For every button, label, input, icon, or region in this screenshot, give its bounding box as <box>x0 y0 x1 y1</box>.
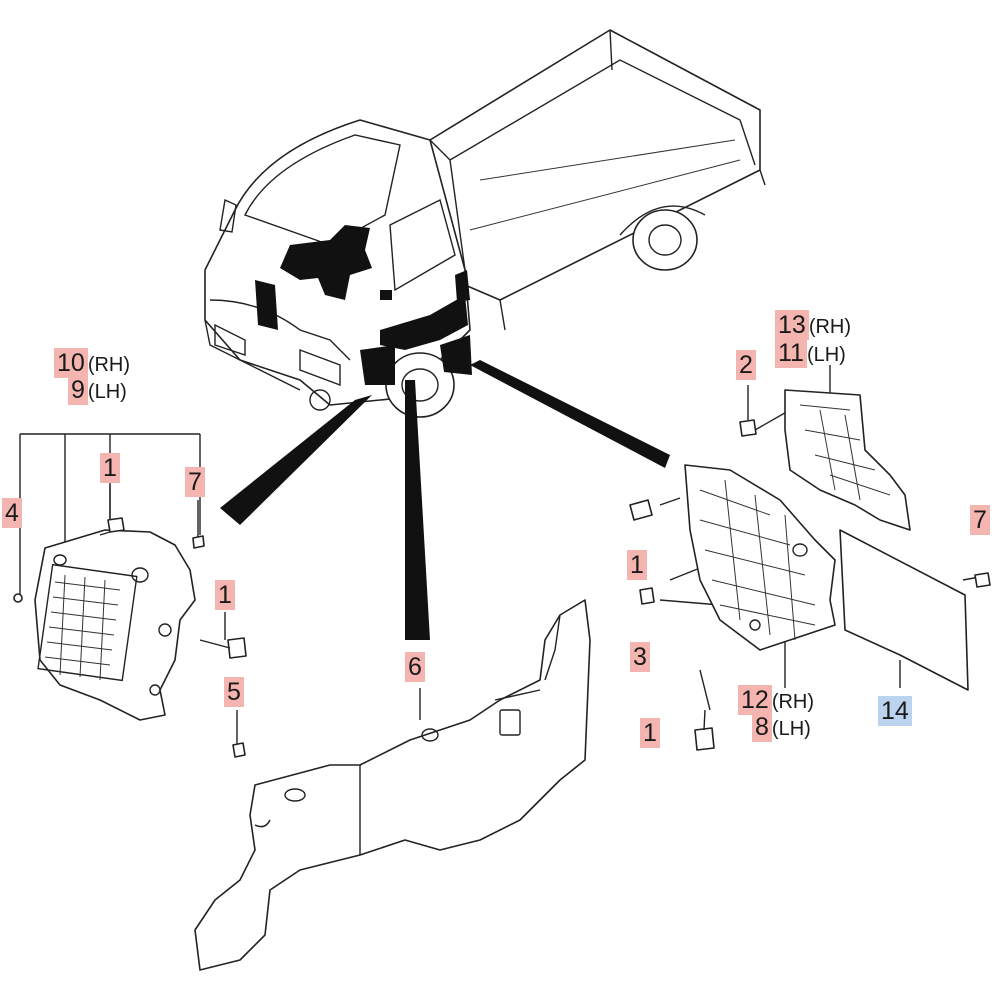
callout-1-left-mid: 1 <box>215 580 235 610</box>
callout-9-lh: 9(LH) <box>68 375 127 407</box>
truck-illustration <box>204 29 766 418</box>
callout-2: 2 <box>736 350 756 380</box>
callout-8-lh: 8(LH) <box>752 712 811 744</box>
callout-11-lh: 11(LH) <box>775 338 846 370</box>
callout-13-rh: 13(RH) <box>775 310 851 342</box>
callout-14: 14 <box>878 696 912 726</box>
callout-10-rh: 10(RH) <box>54 348 130 380</box>
pointer-swooshes <box>220 360 670 640</box>
callout-4: 4 <box>2 498 22 528</box>
callout-12-rh: 12(RH) <box>738 685 814 717</box>
center-splash-shield <box>194 599 591 971</box>
callout-1-right-mid: 1 <box>627 550 647 580</box>
callout-7-right: 7 <box>970 505 990 535</box>
left-fender-liner <box>13 433 247 721</box>
callout-1-right-bottom: 1 <box>640 718 660 748</box>
callout-6: 6 <box>405 652 425 682</box>
right-fender-assembly <box>629 365 991 751</box>
callout-7-left: 7 <box>185 467 205 497</box>
callout-1-left-top: 1 <box>100 453 120 483</box>
callout-3: 3 <box>630 642 650 672</box>
callout-5: 5 <box>224 677 244 707</box>
